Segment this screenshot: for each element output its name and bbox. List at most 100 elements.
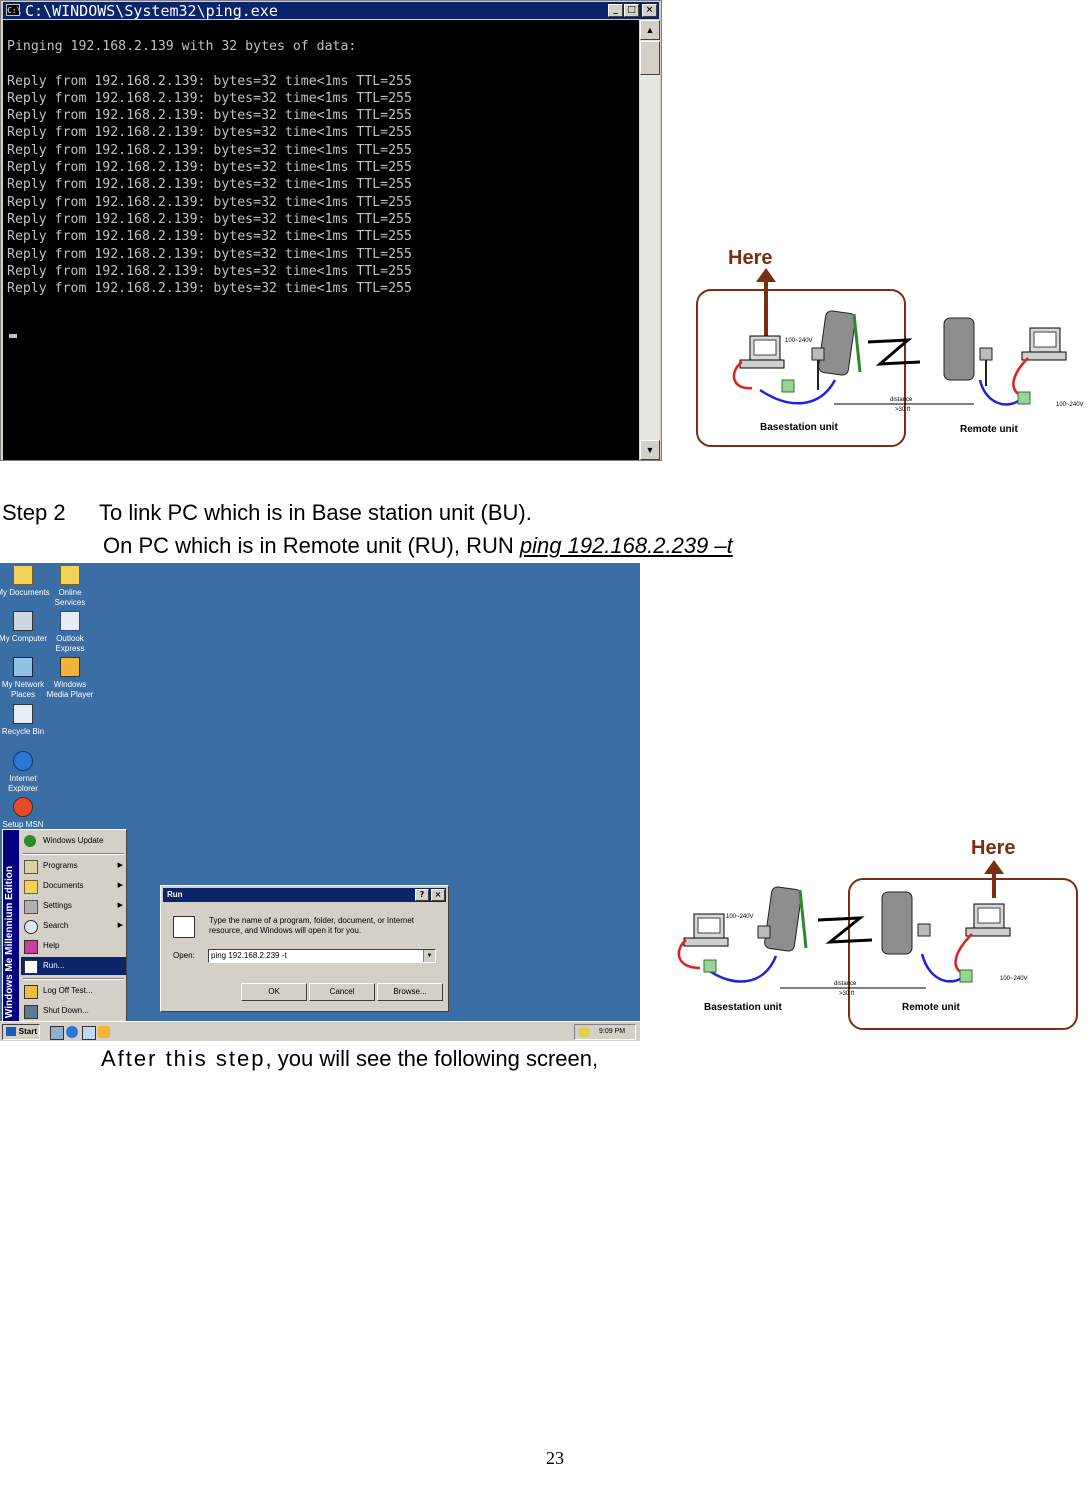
scroll-up-button[interactable]: ▲	[640, 20, 660, 40]
windows-logo-icon	[6, 1027, 16, 1036]
close-button[interactable]: ×	[431, 889, 445, 901]
poe-injector	[703, 959, 717, 973]
ie-quicklaunch-icon[interactable]	[66, 1026, 78, 1038]
menu-separator	[23, 978, 124, 980]
submenu-arrow-icon: ▶	[117, 902, 123, 909]
menu-item-run[interactable]: Run...	[21, 957, 126, 975]
menu-item-programs[interactable]: Programs▶	[21, 857, 126, 875]
menu-item-search[interactable]: Search▶	[21, 917, 126, 935]
submenu-arrow-icon: ▶	[117, 862, 123, 869]
search-icon	[24, 920, 38, 934]
setup-msn-icon[interactable]: Setup MSN	[0, 797, 53, 830]
network-diagram-remote-highlight: Here 100~240V 100~240V distance >30 ft B…	[677, 837, 1078, 1030]
voltage-left: 100~240V	[785, 338, 813, 344]
base-pc-icon	[739, 335, 785, 369]
log-off-icon	[24, 985, 38, 999]
red-cable-remote	[1012, 357, 1029, 398]
programs-icon	[24, 860, 38, 874]
close-button[interactable]: ×	[642, 4, 657, 17]
menu-item-log-off[interactable]: Log Off Test...	[21, 982, 126, 1000]
page-number: 23	[546, 1448, 564, 1468]
open-label: Open:	[173, 951, 195, 960]
submenu-arrow-icon: ▶	[117, 882, 123, 889]
console-title: C:\WINDOWS\System32\ping.exe	[25, 2, 278, 20]
documents-icon	[24, 880, 38, 894]
menu-item-help[interactable]: Help	[21, 937, 126, 955]
menu-item-windows-update[interactable]: Windows Update	[21, 832, 126, 850]
remote-antenna-unit	[881, 891, 931, 955]
my-computer-icon[interactable]: My Computer	[0, 611, 53, 644]
show-desktop-icon[interactable]	[50, 1026, 64, 1040]
console-vertical-scrollbar[interactable]: ▲ ▼	[640, 20, 660, 460]
remote-label: Remote unit	[902, 1002, 960, 1013]
highlight-frame	[848, 878, 1078, 1030]
chevron-down-icon[interactable]: ▼	[423, 950, 435, 962]
console-output-area[interactable]: Pinging 192.168.2.139 with 32 bytes of d…	[3, 20, 639, 460]
voltage-right: 100~240V	[1000, 976, 1028, 982]
poe-injector	[781, 379, 795, 393]
ok-button[interactable]: OK	[241, 983, 307, 1001]
recycle-bin-icon[interactable]: Recycle Bin	[0, 704, 53, 737]
run-dialog-title-bar[interactable]: Run ? ×	[163, 888, 446, 902]
scroll-thumb[interactable]	[640, 41, 660, 75]
start-menu-banner: Windows Me Millennium Edition	[3, 830, 19, 1022]
basestation-label: Basestation unit	[760, 422, 838, 433]
submenu-arrow-icon: ▶	[117, 922, 123, 929]
menu-item-shut-down[interactable]: Shut Down...	[21, 1002, 126, 1020]
run-dialog: Run ? × Type the name of a program, fold…	[160, 885, 449, 1012]
after-step-rest: , you will see the following screen,	[265, 1046, 599, 1071]
my-documents-icon[interactable]: My Documents	[0, 565, 53, 598]
run-program-icon	[173, 916, 195, 938]
volume-icon[interactable]	[579, 1027, 589, 1037]
ping-command: ping 192.168.2.239 –t	[519, 533, 733, 558]
distance-label: distance	[890, 397, 913, 403]
system-tray: 9:09 PM	[574, 1024, 636, 1040]
distance-label: distance	[834, 981, 857, 987]
base-pc-icon	[683, 913, 729, 947]
poe-injector-remote	[1017, 391, 1031, 405]
here-arrow-head	[984, 860, 1004, 874]
basestation-label: Basestation unit	[704, 1002, 782, 1013]
menu-item-documents[interactable]: Documents▶	[21, 877, 126, 895]
outlook-quicklaunch-icon[interactable]	[82, 1026, 96, 1040]
console-cursor	[9, 334, 17, 338]
run-icon	[24, 960, 38, 974]
maximize-button[interactable]: □	[624, 4, 639, 17]
menu-item-settings[interactable]: Settings▶	[21, 897, 126, 915]
remote-pc-icon	[1021, 327, 1067, 361]
minimize-button[interactable]: _	[608, 4, 623, 17]
cancel-button[interactable]: Cancel	[309, 983, 375, 1001]
blue-cable	[759, 379, 837, 405]
wireless-link-icon	[867, 338, 921, 366]
step2-line1: To link PC which is in Base station unit…	[99, 500, 532, 525]
red-cable	[677, 939, 701, 970]
help-button[interactable]: ?	[415, 889, 429, 901]
shut-down-icon	[24, 1005, 38, 1019]
step2-line2-prefix: On PC which is in Remote unit (RU), RUN	[103, 533, 520, 558]
distance-value: >30 ft	[839, 991, 855, 997]
here-label: Here	[971, 837, 1015, 859]
voltage-right: 100~240V	[1056, 402, 1084, 408]
clock: 9:09 PM	[599, 1028, 626, 1035]
base-antenna-unit	[811, 310, 862, 390]
media-quicklaunch-icon[interactable]	[98, 1026, 110, 1038]
scroll-down-button[interactable]: ▼	[640, 440, 660, 460]
open-combobox[interactable]: ping 192.168.2.239 -t ▼	[208, 949, 436, 963]
remote-label: Remote unit	[960, 424, 1018, 435]
open-combobox-value: ping 192.168.2.239 -t	[211, 951, 287, 960]
windows-update-icon	[24, 835, 36, 847]
taskbar: Start 9:09 PM	[0, 1021, 640, 1041]
browse-button[interactable]: Browse...	[377, 983, 443, 1001]
red-cable-remote	[954, 933, 973, 976]
after-step-spaced: After this step	[101, 1046, 266, 1071]
remote-antenna-unit	[943, 317, 993, 386]
blue-cable	[707, 955, 778, 983]
console-title-bar[interactable]: C:\ C:\WINDOWS\System32\ping.exe _ □ ×	[3, 2, 659, 20]
settings-icon	[24, 900, 38, 914]
